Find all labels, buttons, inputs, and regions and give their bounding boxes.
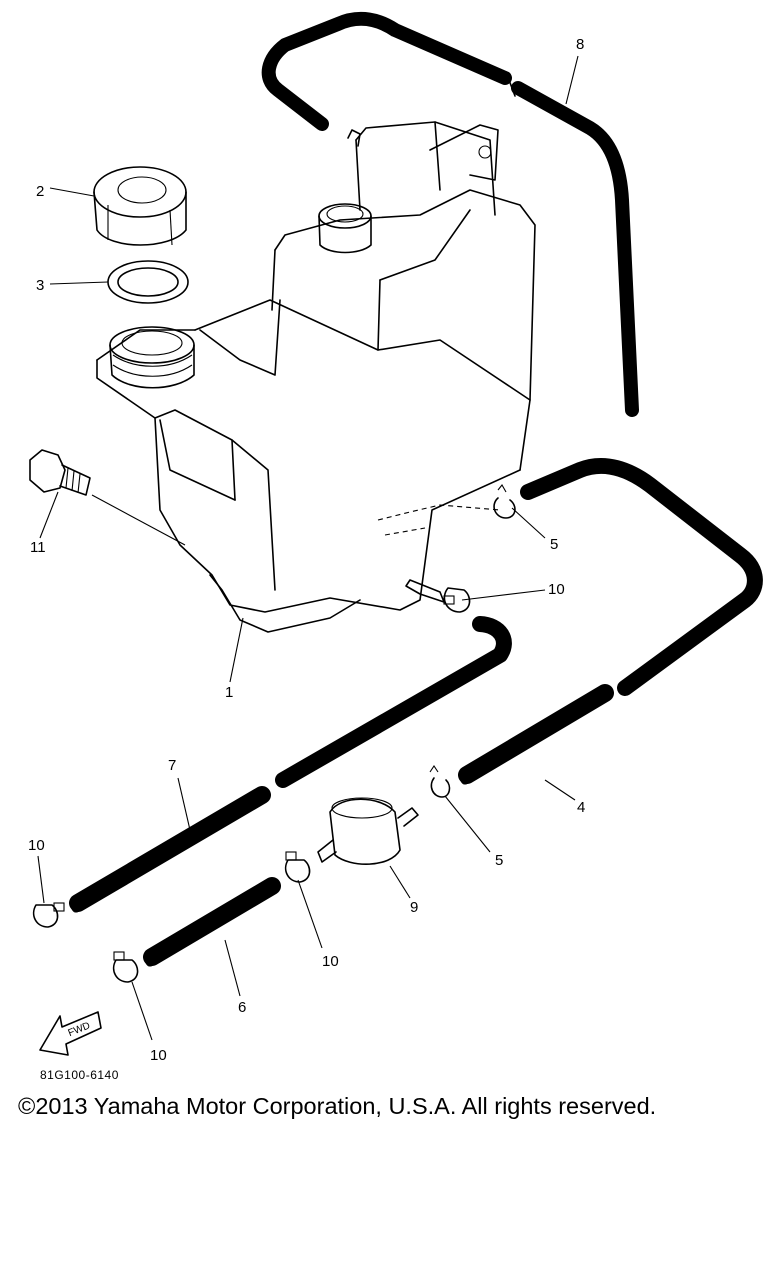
clamp-10-left <box>32 902 65 928</box>
clamp-5-upper <box>493 484 516 519</box>
hose-6 <box>143 877 281 967</box>
callout-3: 3 <box>36 277 44 294</box>
callout-5-lower: 5 <box>495 852 503 869</box>
callout-4: 4 <box>577 799 585 816</box>
oil-tank-exploded-diagram: FWD 1 2 3 4 5 5 6 7 8 9 10 10 10 10 11 <box>28 11 763 1064</box>
clamp-5-lower <box>429 765 451 798</box>
callout-2: 2 <box>36 183 44 200</box>
gasket <box>107 260 189 304</box>
clamp-10-bottom <box>112 951 139 983</box>
hose-8 <box>261 11 639 417</box>
copyright-notice: ©2013 Yamaha Motor Corporation, U.S.A. A… <box>18 1093 657 1119</box>
callout-9: 9 <box>410 899 418 916</box>
fwd-arrow-icon: FWD <box>39 1011 102 1056</box>
callout-8: 8 <box>576 36 584 53</box>
leader-lines <box>37 55 579 1041</box>
hose-7-upper <box>275 616 512 788</box>
callout-10-mid: 10 <box>322 953 339 970</box>
clamp-10-upper <box>443 587 471 613</box>
bolt <box>29 449 186 546</box>
callout-6: 6 <box>238 999 246 1016</box>
callout-5-upper: 5 <box>550 536 558 553</box>
callout-7: 7 <box>168 757 176 774</box>
callout-1: 1 <box>225 684 233 701</box>
callout-10-upper: 10 <box>548 581 565 598</box>
diagram-reference-code: 81G100-6140 <box>40 1068 119 1082</box>
callout-10-bottom: 10 <box>150 1047 167 1064</box>
oil-tank-cap <box>93 166 187 246</box>
hose-7-lower <box>69 786 271 913</box>
clamp-10-mid <box>284 851 311 883</box>
oil-filter <box>317 797 419 865</box>
callout-11: 11 <box>30 539 46 556</box>
callout-10-left: 10 <box>28 837 45 854</box>
hose-4 <box>458 684 614 785</box>
return-hose-loop <box>520 458 763 696</box>
oil-tank <box>96 121 536 633</box>
